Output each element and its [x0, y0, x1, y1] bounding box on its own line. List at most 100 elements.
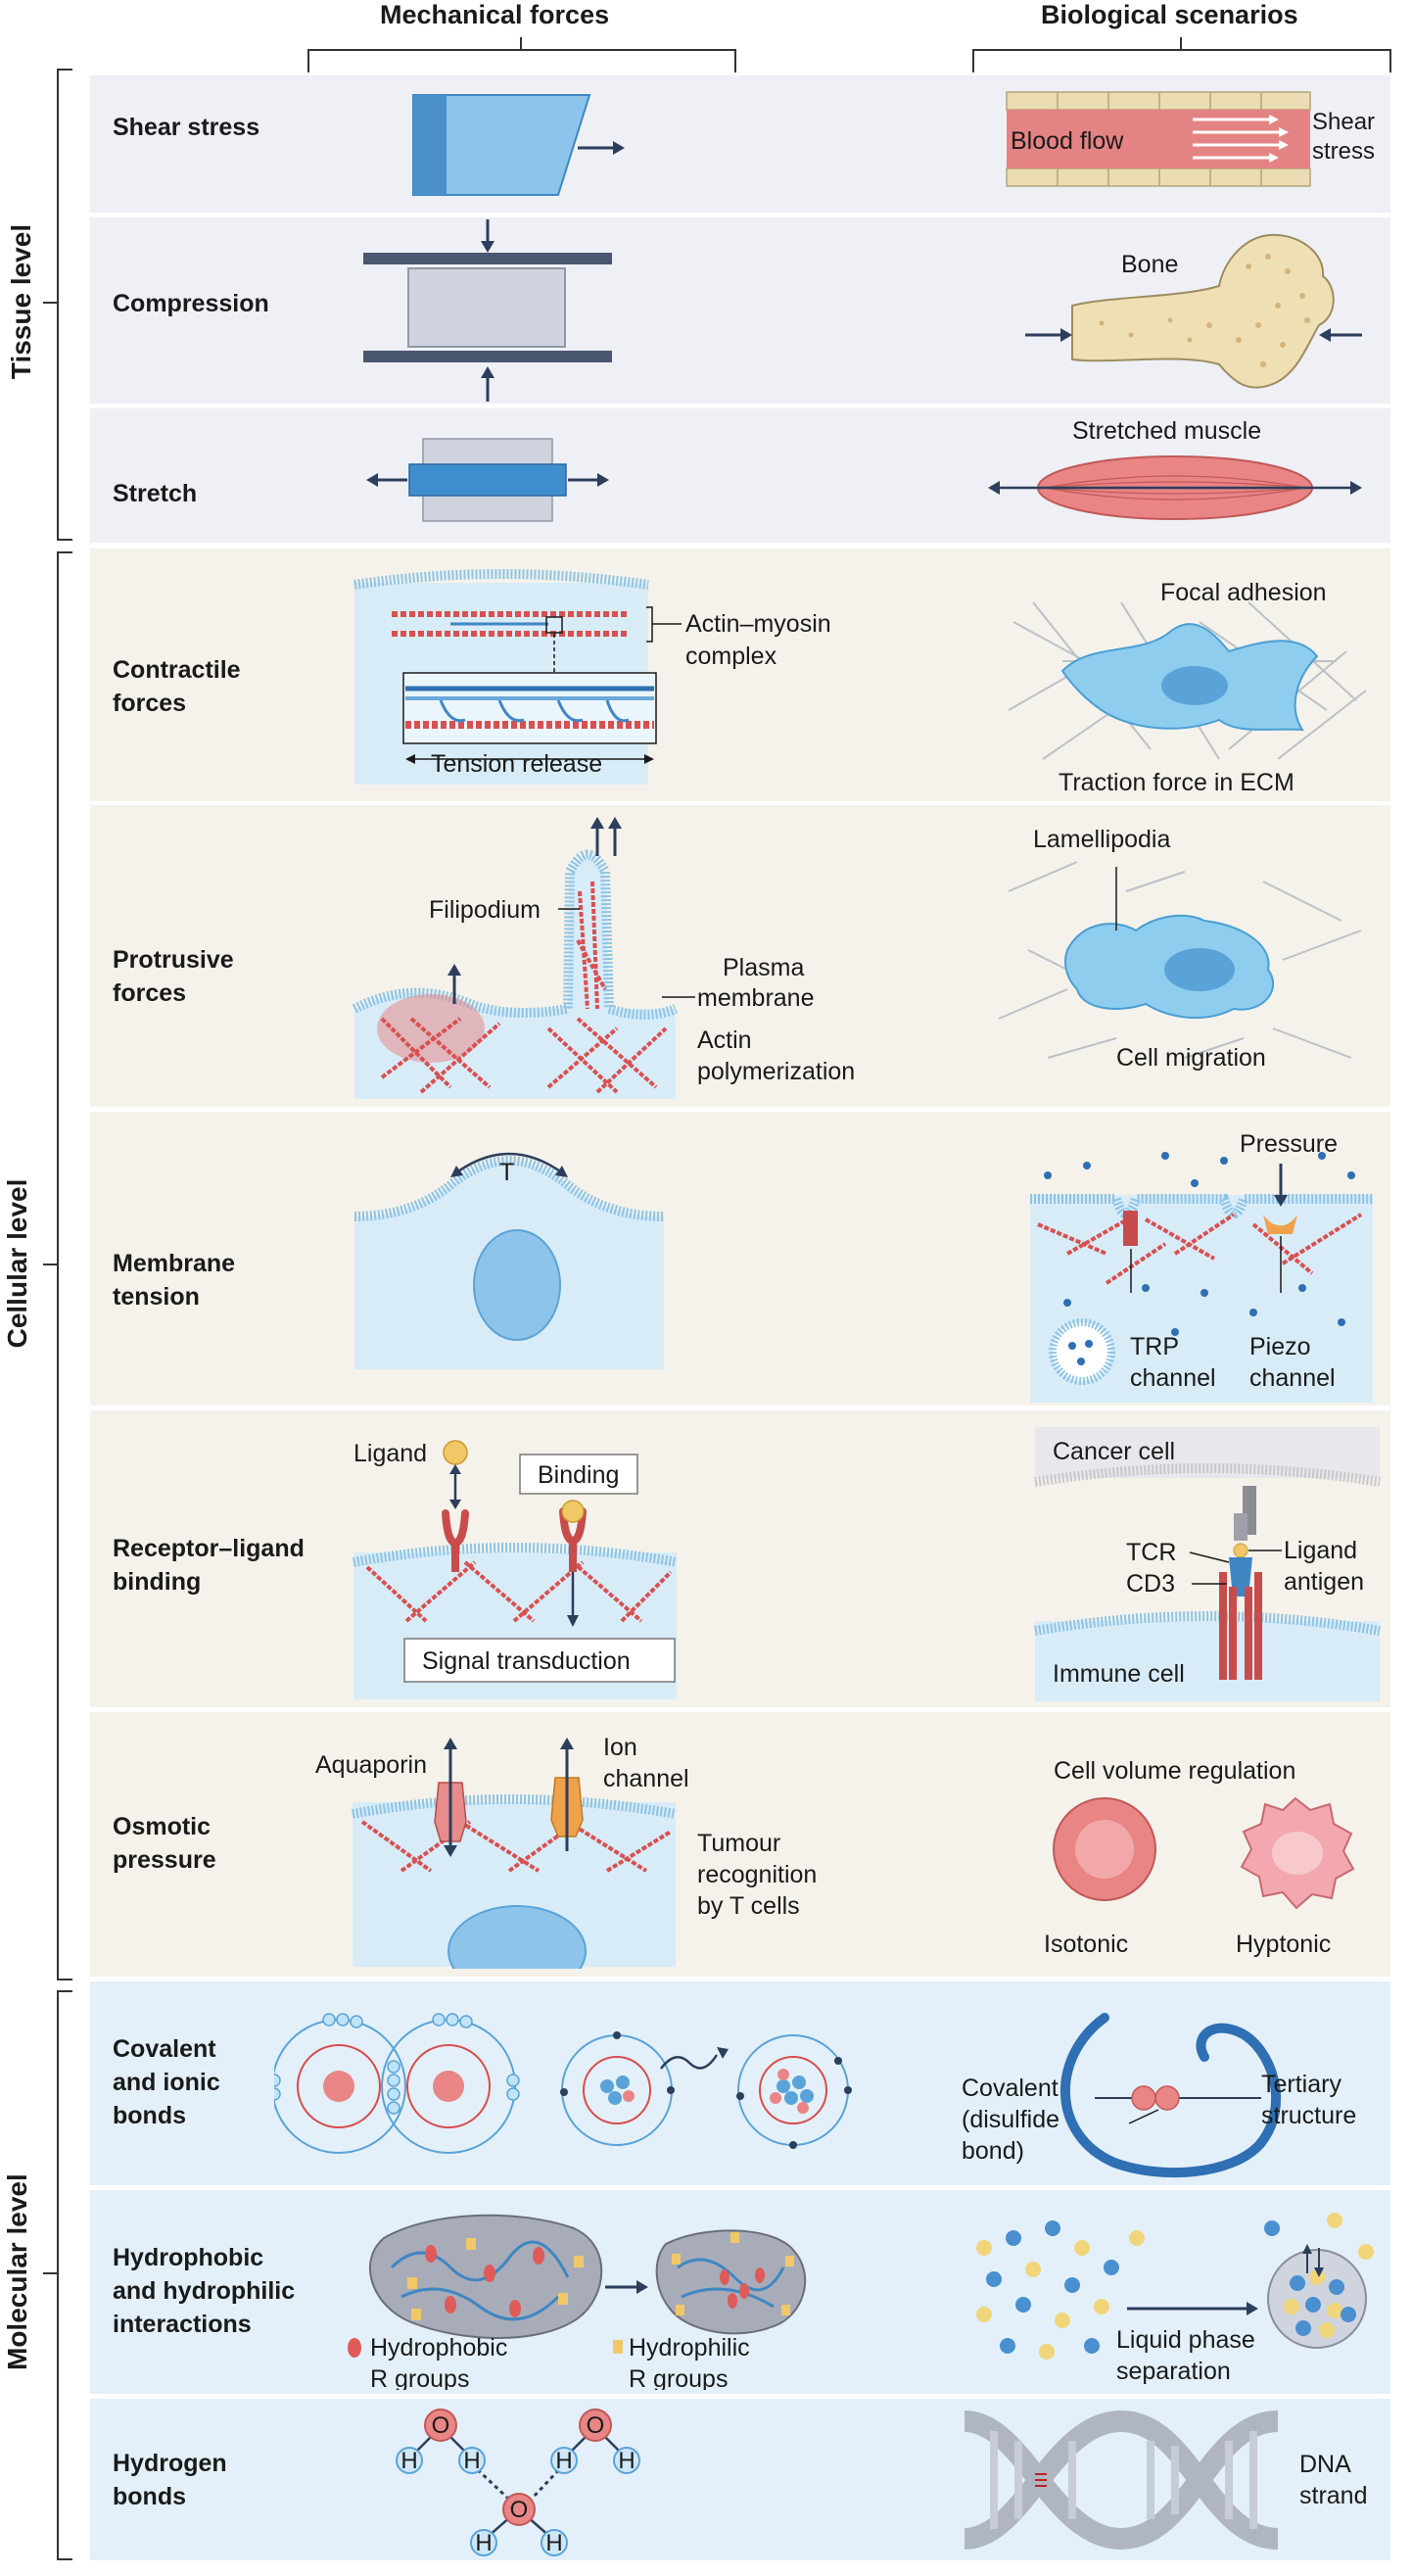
bone-diagram: Bone: [1025, 233, 1362, 389]
trp-channel-text-1: TRP: [1130, 1333, 1179, 1360]
tissue-level-tick: [43, 302, 57, 304]
disulfide-atom-1: [1131, 2085, 1156, 2111]
membrane-tension-mech-diagram: T: [353, 1152, 665, 1369]
focal-adhesion-diagram: Focal adhesion Traction force in ECM: [1008, 579, 1367, 796]
liquid-phase-text-2: separation: [1116, 2358, 1231, 2385]
tension-release-text: Tension release: [431, 750, 602, 778]
stretch-label: Stretch: [113, 480, 198, 507]
lamellipodia-diagram: Lamellipodia Cell migration: [998, 826, 1362, 1072]
water-molecules-diagram: O O O H H H H H H: [396, 2409, 640, 2556]
vesicle: [1049, 1318, 1115, 1385]
actin-polymerization-text-2: polymerization: [697, 1058, 855, 1085]
oxygen-label-1: O: [432, 2412, 450, 2439]
ligand-bound: [561, 1500, 585, 1523]
ligand-antigen-text-2: antigen: [1284, 1568, 1364, 1596]
header-biological-scenarios: Biological scenarios: [1041, 0, 1298, 29]
focal-adhesion-text: Focal adhesion: [1160, 579, 1327, 606]
tumour-text-1: Tumour: [697, 1830, 780, 1857]
row-osmotic-pressure: [90, 1712, 1390, 1977]
compression-block: [407, 267, 566, 348]
dna-strand-text-1: DNA: [1299, 2451, 1351, 2478]
hydrogen-label-2: H: [463, 2448, 480, 2474]
plasma-membrane-text-2: membrane: [697, 984, 815, 1012]
actin-myosin-diagram: Actin–myosin complex Tension release: [353, 569, 831, 785]
tcr-binding-diagram: Cancer cell TCR CD3 Ligand antigen Immun…: [1034, 1427, 1381, 1701]
hydrogen-label-3: H: [555, 2448, 572, 2474]
tissue-level-bracket: [57, 69, 72, 541]
molecular-level-bracket: [57, 1990, 72, 2560]
hydrogen-label-4: H: [618, 2448, 635, 2474]
lamellipodia-text: Lamellipodia: [1033, 826, 1170, 853]
actin-polymerization-network: [380, 881, 668, 1094]
header-bracket-biological-tick: [1180, 37, 1182, 49]
trp-channel-text-2: channel: [1130, 1364, 1216, 1392]
myosin-zoom-box: [402, 672, 657, 744]
dna-strand-text-2: strand: [1299, 2482, 1367, 2509]
binding-box: [519, 1454, 638, 1495]
osmotic-pressure-label: Osmotic pressure: [113, 1813, 216, 1874]
dispersed-molecules: [976, 2220, 1145, 2360]
receptor-left: [442, 1509, 469, 1548]
tumour-text-3: by T cells: [697, 1892, 800, 1920]
actin-myosin-text-1: Actin–myosin: [685, 610, 831, 638]
hydrogen-bond-lines: [470, 2462, 566, 2500]
disulfide-atom-2: [1154, 2085, 1180, 2111]
cell-migration-text: Cell migration: [1116, 1044, 1266, 1072]
traction-force-text: Traction force in ECM: [1059, 769, 1294, 796]
plasma-membrane: [353, 849, 678, 1020]
header-bracket-biological: [972, 49, 1391, 72]
ion-channel-text-1: Ion: [603, 1734, 637, 1761]
tumour-text-2: recognition: [697, 1861, 817, 1888]
phase-separation-diagram: Liquid phase separation: [976, 2213, 1374, 2385]
blood-flow-text: Blood flow: [1011, 127, 1124, 155]
ion-channel-text-2: channel: [603, 1765, 689, 1792]
hydrophilic-text-2: R groups: [629, 2365, 728, 2390]
header-bracket-mechanical: [307, 49, 736, 72]
stretched-muscle-text: Stretched muscle: [1072, 417, 1261, 445]
signal-transduction-box: [403, 1638, 676, 1683]
oxygen-atoms: [424, 2409, 612, 2526]
vessel-wall-bottom: [1006, 167, 1311, 187]
covalent-ionic-label: Covalent and ionic bonds: [113, 2035, 220, 2129]
trp-channel: [1123, 1211, 1138, 1246]
vessel-wall-top: [1006, 91, 1311, 111]
molecular-level-tick: [43, 2272, 57, 2274]
plasma-membrane-text-1: Plasma: [723, 954, 804, 981]
ligand-text: Ligand: [353, 1440, 427, 1467]
mechanosensitive-channels-diagram: Pressure TRP channel Piezo channel: [1030, 1130, 1373, 1403]
piezo-channel-text-1: Piezo: [1249, 1333, 1311, 1360]
compression-plate-top: [363, 253, 612, 264]
compression-mech-diagram: [363, 219, 612, 402]
tension-t-text: T: [499, 1159, 514, 1186]
stretch-block-front: [408, 463, 567, 497]
covalent-text-2: (disulfide: [962, 2106, 1059, 2133]
shear-stress-text-2: stress: [1312, 138, 1375, 165]
flow-arrows: [1193, 118, 1281, 160]
shear-stress-label: Shear stress: [113, 114, 260, 141]
ligand-antigen: [1233, 1543, 1248, 1558]
actin-filaments: [392, 611, 627, 637]
actin-myosin-text-2: complex: [685, 643, 777, 670]
cell-volume-text: Cell volume regulation: [1054, 1757, 1295, 1785]
shear-arrow-head: [613, 141, 625, 155]
receptor-ligand-label: Receptor–ligand binding: [113, 1535, 305, 1596]
protein-backbone: [1059, 2013, 1281, 2178]
immune-cell-text: Immune cell: [1053, 1660, 1185, 1688]
stretch-mech-diagram: [366, 438, 609, 522]
hydrogen-atoms: [396, 2447, 640, 2556]
shear-stress-mech-diagram: [412, 94, 625, 196]
ion-dots: [1044, 1152, 1355, 1336]
hydrophobic-mech-diagram: Hydrophobic R groups Hydrophilic R group…: [348, 2214, 807, 2390]
hydrophilic-text-1: Hydrophilic: [629, 2334, 750, 2361]
cd3-text: CD3: [1126, 1570, 1175, 1598]
hydrophobic-text-1: Hydrophobic: [370, 2334, 507, 2361]
muscle-diagram: Stretched muscle: [988, 417, 1362, 520]
membrane-tension-label: Membrane tension: [113, 1250, 236, 1311]
receptor-ligand-mech-diagram: Ligand Binding Signal transduction: [353, 1440, 678, 1699]
tertiary-text-2: structure: [1261, 2102, 1356, 2129]
focal-adhesion-nucleus: [1161, 666, 1228, 705]
tertiary-text-1: Tertiary: [1261, 2071, 1341, 2098]
liquid-phase-text-1: Liquid phase: [1116, 2326, 1255, 2354]
cd3-complex: [1219, 1572, 1262, 1680]
compression-plate-bottom: [363, 351, 612, 362]
